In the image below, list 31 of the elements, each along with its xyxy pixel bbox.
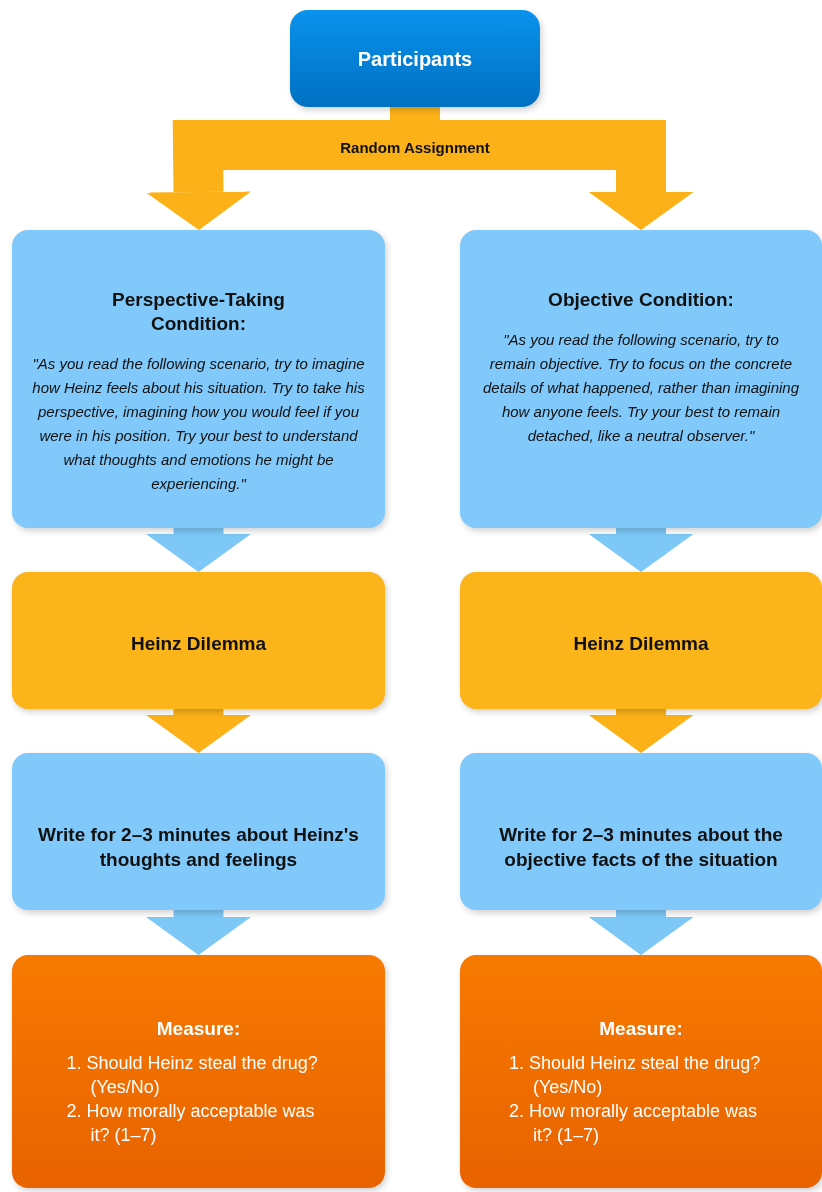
box-heading: Objective Condition: xyxy=(547,288,735,312)
box-heading: Write for 2–3 minutes about the objective facts of the situation xyxy=(498,822,784,872)
numbered-item: 1. Should Heinz steal the drug? (Yes/No) xyxy=(66,1052,319,1099)
condition-box xyxy=(12,230,385,528)
numbered-item: 2. How morally acceptable was it? (1–7) xyxy=(66,1100,316,1147)
box-heading: Heinz Dilemma xyxy=(573,631,709,656)
process-box xyxy=(12,572,385,709)
process-box xyxy=(460,753,822,910)
arrow xyxy=(146,528,251,572)
numbered-item: 1. Should Heinz steal the drug? (Yes/No) xyxy=(509,1052,762,1099)
arrow xyxy=(588,910,694,955)
instruction-quote: "As you read the following scenario, try to imagine how Heinz feels about his situation. Try to take his perspective, imagining how you would feel if you were in his position. Try your best to understand what thoughts and emotions he might be experiencing." xyxy=(32,354,365,494)
box-heading: Measure: xyxy=(599,1017,683,1041)
condition-box xyxy=(460,230,822,528)
arrow xyxy=(146,910,251,955)
instruction-quote: "As you read the following scenario, try to remain objective. Try to focus on the concrete details of what happened, rather than imagining how anyone feels. Try your best to remain detached, like a neutral observer." xyxy=(481,330,801,446)
start-box xyxy=(290,10,540,107)
box-heading: Perspective-Taking Condition: xyxy=(111,288,286,336)
arrow xyxy=(588,709,694,753)
box-heading: Measure: xyxy=(156,1017,241,1041)
box-heading: Heinz Dilemma xyxy=(130,631,267,656)
box-heading: Write for 2–3 minutes about Heinz's thoughts and feelings xyxy=(37,822,360,872)
arrow xyxy=(588,528,694,572)
box-heading: Participants xyxy=(357,46,473,71)
numbered-item: 2. How morally acceptable was it? (1–7) xyxy=(509,1100,759,1147)
process-box xyxy=(460,572,822,709)
edge-label: Random Assignment xyxy=(340,138,490,156)
arrow xyxy=(146,709,251,753)
measure-box xyxy=(460,955,822,1188)
process-box xyxy=(12,753,385,910)
measure-box xyxy=(12,955,385,1188)
